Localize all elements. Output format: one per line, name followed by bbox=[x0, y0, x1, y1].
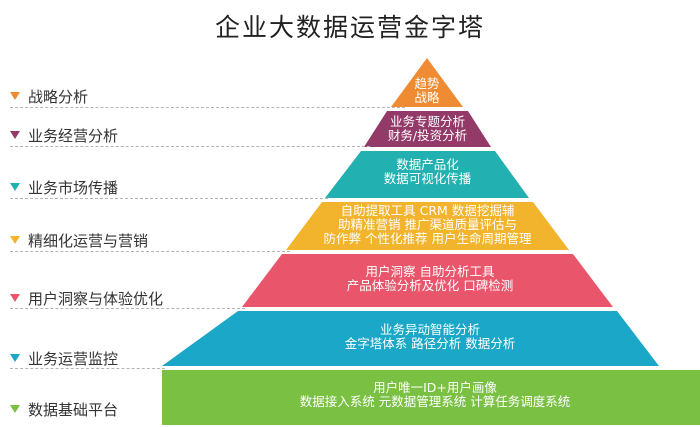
layer-line: 战略 bbox=[414, 90, 440, 105]
layer-line: 用户唯一ID+用户画像 bbox=[373, 380, 497, 395]
pyramid-layer-business-analysis bbox=[364, 111, 491, 147]
layer-line: 数据可视化传播 bbox=[383, 171, 472, 186]
leader-line bbox=[10, 251, 290, 252]
pyramid-layer-platform bbox=[162, 370, 700, 425]
triangle-marker-icon bbox=[10, 131, 20, 139]
layer-text-monitoring: 业务异动智能分析 金字塔体系 路径分析 数据分析 bbox=[280, 323, 580, 351]
triangle-marker-icon bbox=[10, 294, 20, 302]
layer-line: 数据产品化 bbox=[396, 157, 459, 172]
leader-line bbox=[10, 198, 328, 199]
triangle-marker-icon bbox=[10, 92, 20, 100]
layer-line: 防作弊 个性化推荐 用户生命周期管理 bbox=[323, 231, 532, 246]
leader-line bbox=[10, 368, 165, 369]
layer-line: 自助提取工具 CRM 数据挖掘辅 bbox=[340, 203, 515, 218]
pyramid-layer-monitoring bbox=[162, 311, 659, 366]
triangle-marker-icon bbox=[10, 354, 20, 362]
layer-line: 用户洞察 自助分析工具 bbox=[365, 264, 495, 279]
layer-line: 业务专题分析 bbox=[389, 114, 465, 129]
layer-line: 财务/投资分析 bbox=[387, 128, 468, 143]
layer-text-user-insight: 用户洞察 自助分析工具 产品体验分析及优化 口碑检测 bbox=[285, 265, 575, 293]
level-label-marketing: 精细化运营与营销 bbox=[28, 232, 149, 250]
layer-line: 业务异动智能分析 bbox=[379, 322, 480, 337]
layer-line: 趋势 bbox=[414, 76, 440, 91]
layer-text-market: 数据产品化 数据可视化传播 bbox=[340, 158, 515, 186]
level-label-market: 业务市场传播 bbox=[28, 179, 119, 197]
layer-line: 助精准营销 推广渠道质量评估与 bbox=[338, 217, 517, 232]
layer-text-strategy: 趋势 战略 bbox=[387, 77, 467, 105]
triangle-marker-icon bbox=[10, 236, 20, 244]
triangle-marker-icon bbox=[10, 183, 20, 191]
level-label-platform: 数据基础平台 bbox=[28, 401, 119, 419]
pyramid-layer-market bbox=[325, 151, 529, 198]
layer-line: 数据接入系统 元数据管理系统 计算任务调度系统 bbox=[299, 394, 571, 409]
triangle-marker-icon bbox=[10, 405, 20, 413]
pyramid-layer-user-insight bbox=[242, 254, 613, 307]
page-title: 企业大数据运营金字塔 bbox=[214, 13, 485, 42]
layer-line: 产品体验分析及优化 口碑检测 bbox=[346, 278, 514, 293]
pyramid-layer-strategy bbox=[391, 58, 463, 107]
leader-line bbox=[10, 308, 245, 309]
pyramid-layer-marketing bbox=[286, 202, 569, 250]
layer-line: 金字塔体系 路径分析 数据分析 bbox=[344, 336, 516, 351]
leader-line bbox=[10, 146, 370, 147]
layer-text-marketing: 自助提取工具 CRM 数据挖掘辅 助精准营销 推广渠道质量评估与 防作弊 个性化… bbox=[300, 204, 555, 246]
leader-line bbox=[10, 107, 405, 108]
level-label-business-analysis: 业务经营分析 bbox=[28, 127, 119, 145]
level-label-monitoring: 业务运营监控 bbox=[28, 350, 119, 368]
level-label-strategy: 战略分析 bbox=[28, 88, 89, 106]
level-label-user-insight: 用户洞察与体验优化 bbox=[28, 290, 164, 308]
layer-text-platform: 用户唯一ID+用户画像 数据接入系统 元数据管理系统 计算任务调度系统 bbox=[250, 381, 620, 409]
layer-text-business-analysis: 业务专题分析 财务/投资分析 bbox=[360, 115, 495, 143]
